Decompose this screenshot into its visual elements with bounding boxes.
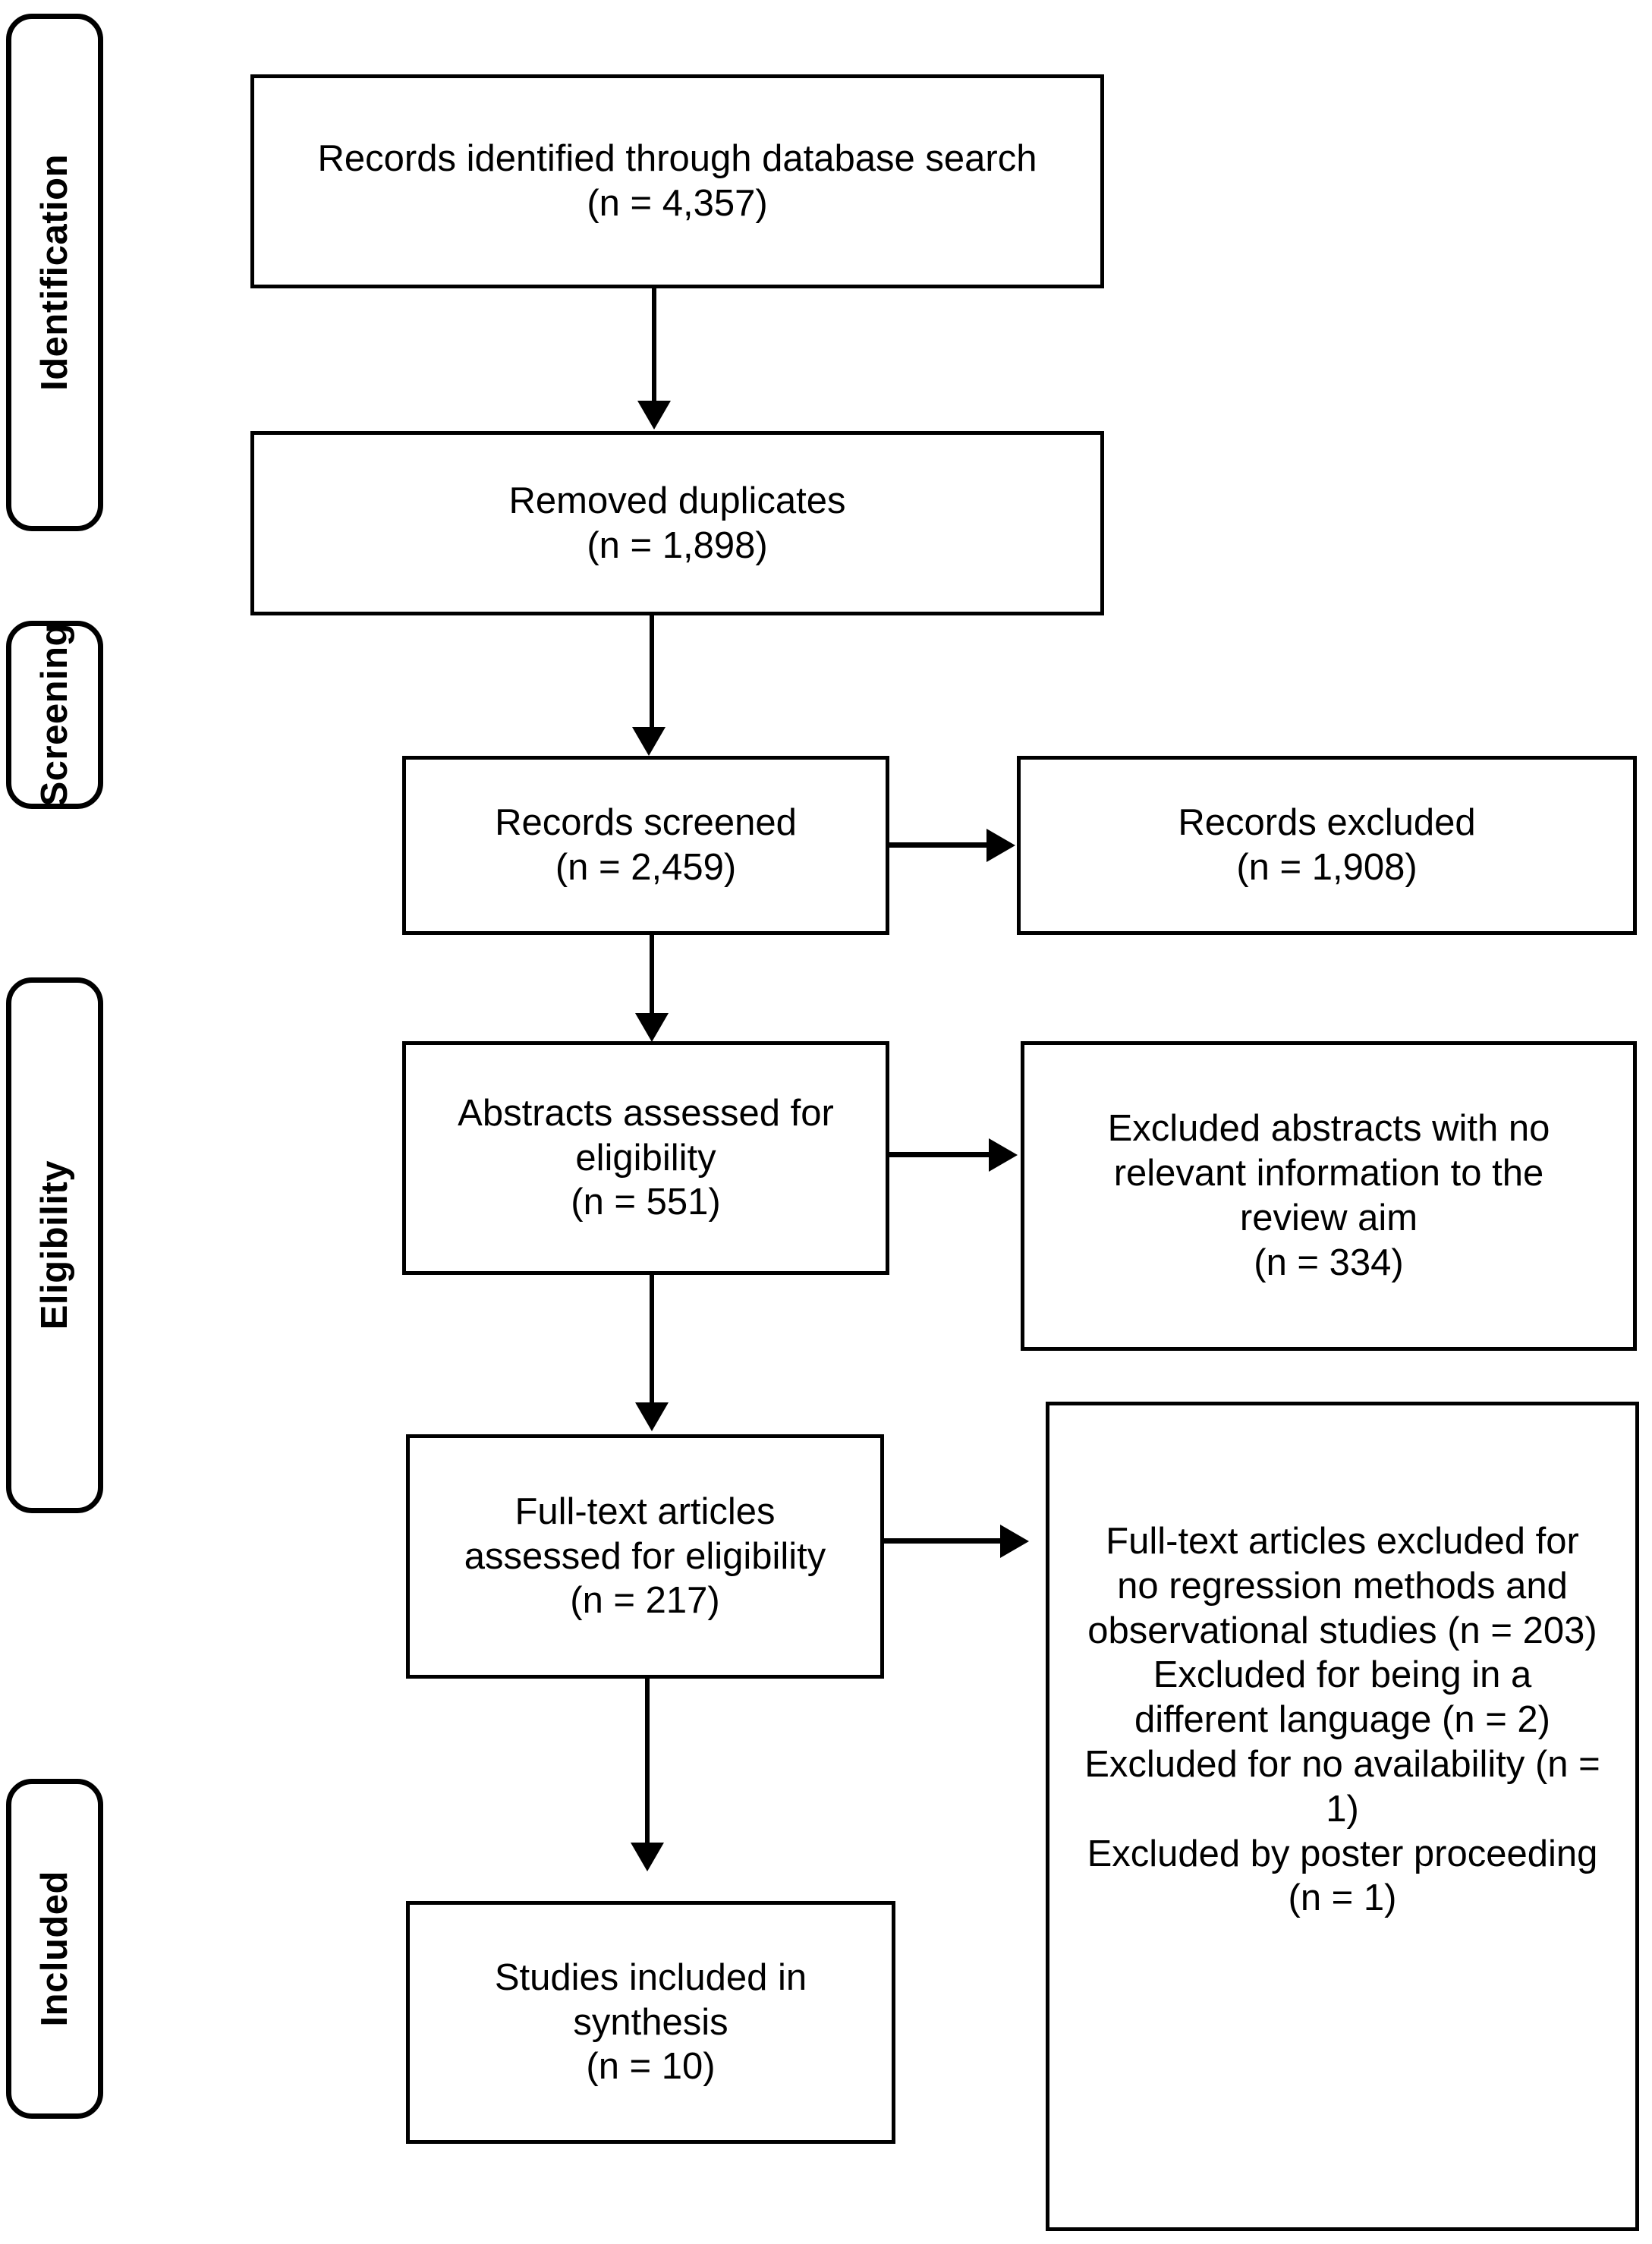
node-records-screened: Records screened (n = 2,459)	[402, 756, 889, 935]
arrowhead-identified-to-duplicates	[637, 401, 671, 430]
arrowhead-abstracts-to-fulltext	[635, 1402, 669, 1431]
node-studies-included: Studies included in synthesis (n = 10)	[406, 1901, 895, 2144]
connector-identified-to-duplicates	[652, 288, 656, 402]
connector-fulltext-to-studies	[645, 1679, 650, 1846]
node-fulltext-excluded-text: Full-text articles excluded for no regre…	[1084, 1521, 1600, 1919]
node-abstracts-excluded: Excluded abstracts with no relevant info…	[1021, 1041, 1637, 1351]
node-abstracts-assessed-text: Abstracts assessed for eligibility (n = …	[458, 1092, 834, 1223]
arrowhead-screened-to-abstracts	[635, 1013, 669, 1042]
node-records-identified: Records identified through database sear…	[250, 74, 1104, 288]
node-fulltext-excluded: Full-text articles excluded for no regre…	[1046, 1402, 1639, 2231]
connector-abstracts-to-excluded	[889, 1152, 1005, 1157]
stage-label-identification: Identification	[33, 154, 75, 391]
node-removed-duplicates-text: Removed duplicates (n = 1,898)	[508, 480, 846, 566]
node-records-excluded: Records excluded (n = 1,908)	[1017, 756, 1637, 935]
arrowhead-duplicates-to-screened	[632, 727, 666, 756]
arrowhead-fulltext-to-excluded	[1000, 1525, 1029, 1558]
stage-box-identification: Identification	[6, 14, 103, 531]
node-abstracts-excluded-text: Excluded abstracts with no relevant info…	[1107, 1108, 1550, 1283]
stage-box-eligibility: Eligibility	[6, 977, 103, 1513]
node-fulltext-assessed-text: Full-text articles assessed for eligibil…	[464, 1490, 826, 1622]
connector-fulltext-to-excluded	[884, 1538, 1005, 1544]
arrowhead-screened-to-excluded	[986, 829, 1015, 862]
stage-box-screening: Screening	[6, 621, 103, 809]
connector-abstracts-to-fulltext	[650, 1275, 654, 1405]
node-records-screened-text: Records screened (n = 2,459)	[495, 802, 797, 888]
connector-screened-to-excluded	[889, 842, 1003, 848]
connector-duplicates-to-screened	[650, 615, 654, 729]
node-records-identified-text: Records identified through database sear…	[317, 138, 1037, 224]
stage-box-included: Included	[6, 1779, 103, 2119]
stage-label-screening: Screening	[33, 623, 75, 807]
node-records-excluded-text: Records excluded (n = 1,908)	[1178, 802, 1476, 888]
node-studies-included-text: Studies included in synthesis (n = 10)	[494, 1956, 807, 2088]
stage-label-eligibility: Eligibility	[33, 1160, 75, 1330]
arrowhead-fulltext-to-studies	[631, 1843, 664, 1871]
stage-label-included: Included	[33, 1871, 75, 2027]
arrowhead-abstracts-to-excluded	[989, 1138, 1018, 1172]
node-removed-duplicates: Removed duplicates (n = 1,898)	[250, 431, 1104, 615]
node-abstracts-assessed: Abstracts assessed for eligibility (n = …	[402, 1041, 889, 1275]
node-fulltext-assessed: Full-text articles assessed for eligibil…	[406, 1434, 884, 1679]
connector-screened-to-abstracts	[650, 935, 654, 1017]
